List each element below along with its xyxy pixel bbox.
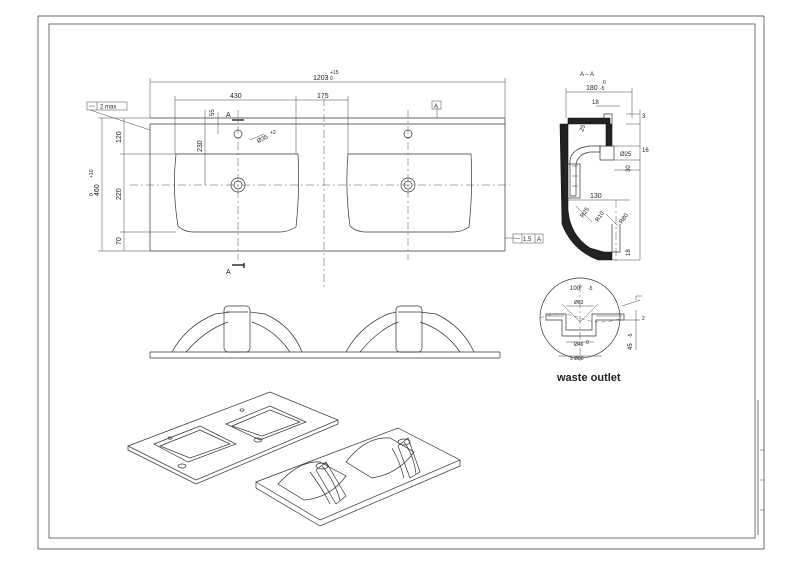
basin-width: 430 (230, 93, 242, 100)
depth-230: 230 (197, 140, 204, 152)
isometric-top-view (127, 391, 339, 485)
section-d16: 16 (642, 148, 649, 154)
outlet-angle-tol: -5 (588, 286, 593, 292)
total-depth-tol-plus: +10 (89, 169, 95, 178)
thickness-note: 2 max (100, 105, 116, 111)
depth-220: 220 (116, 188, 123, 200)
flatness-datum: A (537, 237, 541, 243)
tap-hole-tol: +2 (270, 130, 276, 136)
depth-70: 70 (116, 237, 123, 245)
section-mark-a-top: A (226, 112, 231, 119)
datum-a-flag: A (434, 104, 438, 110)
section-d25-left: 25 (579, 124, 587, 133)
overall-width-tol-plus: +15 (330, 70, 339, 76)
section-dimensions (565, 88, 641, 261)
plan-view (130, 98, 510, 290)
section-height: 180 (586, 85, 598, 92)
overall-width: 1203 (313, 75, 329, 82)
right-basin-outline (346, 153, 473, 233)
depth-120: 120 (116, 131, 123, 143)
left-basin-outline (174, 153, 300, 233)
tap-hole-diameter: Ø35 (256, 134, 269, 145)
section-mark-a-bottom: A (226, 269, 231, 276)
annotation-boxes: 2 max A 1.5 A (86, 100, 544, 244)
outlet-d2: 2 (642, 316, 645, 322)
section-r80: R80 (619, 212, 631, 225)
section-d18-bottom: 18 (626, 249, 632, 256)
section-d25-hole: Ø25 (620, 152, 632, 158)
isometric-bottom-view (255, 427, 461, 527)
flatness-value: 1.5 (523, 237, 532, 243)
total-depth-tol-zero: 0 (89, 193, 95, 196)
outlet-d46: Ø46 (574, 342, 584, 348)
outlet-d45: 45 (628, 343, 634, 350)
section-dimension-labels: 180 -5 0 18 3 16 25 Ø25 30 130 R25 R10 R… (579, 80, 649, 256)
section-d18-top: 18 (592, 100, 599, 106)
offset-175: 175 (317, 93, 329, 100)
section-height-tol-zero: 0 (603, 80, 606, 86)
outlet-d80: ≥ Ø80 (570, 356, 584, 362)
sheet-frame (37, 15, 765, 550)
tap-offset: 55 (210, 109, 216, 116)
outlet-d45-tol: -5 (628, 333, 634, 338)
plan-dimensions (89, 78, 515, 252)
overall-width-tol-zero: 0 (330, 76, 333, 82)
section-a-a: A – A (559, 72, 621, 262)
section-height-tol: -5 (600, 86, 605, 92)
front-elevation (149, 305, 501, 359)
outlet-angle: 100° (570, 286, 583, 292)
section-title: A – A (580, 72, 594, 78)
section-d3: 3 (642, 114, 646, 120)
outlet-d46-tol: 0 (586, 340, 589, 346)
total-depth: 460 (94, 184, 101, 196)
waste-outlet-label: waste outlet (556, 372, 621, 384)
section-d130: 130 (590, 193, 602, 200)
section-d30: 30 (626, 165, 632, 172)
waste-outlet-detail: 100° -5 Ø63 Ø46 0 ≥ Ø80 2 45 -5 waste ou… (539, 277, 645, 384)
plan-dimension-labels: 1203 +15 0 430 175 A A Ø35 +2 55 230 120… (89, 70, 339, 276)
section-r25: R25 (580, 206, 592, 219)
section-r10: R10 (595, 210, 607, 223)
outlet-d63: Ø63 (574, 300, 584, 306)
